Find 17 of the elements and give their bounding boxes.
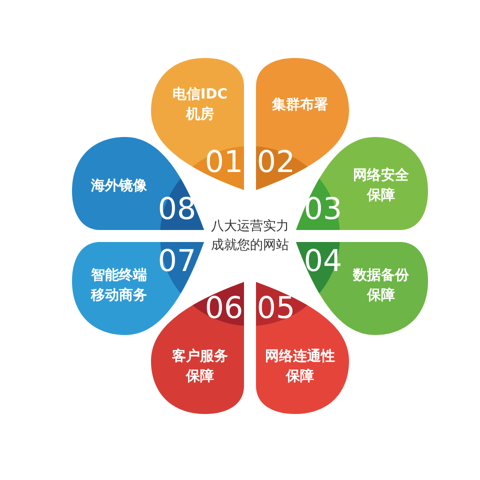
petal-number: 03 — [304, 195, 342, 225]
petal-number: 01 — [204, 148, 244, 178]
petal-label: 网络连通性保障 — [264, 348, 336, 387]
petal-label: 网络安全保障 — [352, 166, 410, 206]
petal-label: 客户服务保障 — [171, 347, 229, 387]
petal-number: 08 — [158, 195, 196, 225]
petal-label: 智能终端移动商务 — [90, 266, 148, 306]
center-text: 八大运营实力成就您的网站 — [210, 218, 290, 255]
petal-label: 海外镜像 — [90, 176, 148, 196]
petal-number: 07 — [158, 247, 196, 277]
petal-label: 集群布署 — [270, 96, 329, 115]
petal-number: 05 — [256, 294, 296, 324]
petal-label: 数据备份保障 — [352, 266, 410, 306]
petal-label: 电信IDC机房 — [171, 86, 229, 125]
petal-number: 02 — [256, 148, 296, 178]
petal-number: 04 — [304, 247, 342, 277]
petal-number: 06 — [204, 294, 244, 324]
